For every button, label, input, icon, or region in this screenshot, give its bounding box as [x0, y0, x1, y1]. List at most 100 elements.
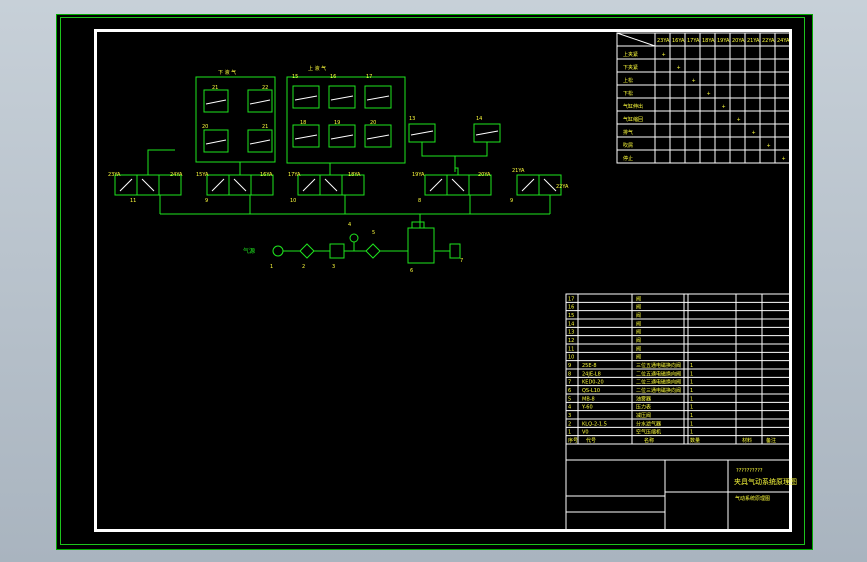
part-name: 阀	[636, 329, 641, 336]
drawing-frame-outer	[60, 17, 805, 545]
air-supply-line: 气源 1 2 3 4 5 6 7	[243, 214, 463, 274]
part-number: 15	[568, 313, 574, 319]
part-number: 10	[568, 355, 574, 361]
action-mark: +	[722, 104, 726, 110]
part-name: 阀	[636, 304, 641, 311]
part-number: 14	[568, 321, 574, 327]
svg-text:9: 9	[510, 198, 513, 204]
action-row-label: 上夹紧	[623, 51, 638, 58]
svg-text:15YA: 15YA	[196, 172, 209, 178]
part-qty: 1	[690, 363, 693, 369]
part-name: 阀	[636, 320, 641, 327]
action-row-label: 上松	[623, 77, 633, 84]
svg-text:14: 14	[476, 116, 482, 122]
part-qty: 1	[690, 380, 693, 386]
part-number: 6	[568, 388, 571, 394]
svg-text:13: 13	[409, 116, 415, 122]
action-row-label: 排气	[623, 129, 633, 136]
svg-text:15: 15	[292, 74, 298, 80]
lower-clamp-title: 下 液 气	[218, 69, 236, 76]
svg-text:22: 22	[262, 85, 268, 91]
action-header: 17YA	[687, 38, 700, 44]
svg-text:5: 5	[372, 230, 375, 236]
svg-text:1: 1	[270, 264, 273, 270]
part-qty: 1	[690, 413, 693, 419]
part-name: 压力表	[636, 404, 651, 411]
part-number: 12	[568, 338, 574, 344]
title-block: ?????????? 夹具气动系统原理图 气动系统原理图	[565, 443, 797, 531]
part-number: 13	[568, 330, 574, 336]
part-code: KLQ-2-1.5	[582, 421, 607, 427]
svg-text:8: 8	[418, 198, 421, 204]
part-code: Y-60	[581, 405, 593, 411]
part-qty: 1	[690, 371, 693, 377]
part-number: 9	[568, 363, 571, 369]
part-name: 三位五通电磁换向阀	[636, 362, 681, 369]
action-header: 24YA	[777, 38, 790, 44]
part-number: 7	[568, 380, 571, 386]
svg-text:16: 16	[330, 74, 336, 80]
action-row-label: 下夹紧	[623, 64, 638, 71]
parts-footer-cell: 数量	[690, 437, 700, 444]
part-name: 阀	[636, 345, 641, 352]
part-name: 阀	[636, 295, 641, 302]
part-name: 阀	[636, 337, 641, 344]
part-qty: 1	[690, 396, 693, 402]
part-name: 减压阀	[636, 412, 651, 419]
cad-viewport[interactable]	[56, 14, 813, 550]
drawing-frame-inner	[94, 29, 792, 532]
action-row-label: 停止	[623, 155, 633, 162]
part-number: 11	[568, 346, 574, 352]
action-header: 20YA	[732, 38, 745, 44]
drawing-title: 气动系统原理图	[735, 495, 770, 502]
svg-text:21: 21	[212, 85, 218, 91]
svg-text:20: 20	[202, 124, 208, 130]
action-mark: +	[677, 65, 681, 71]
part-name: 阀	[636, 354, 641, 361]
svg-text:21YA: 21YA	[512, 168, 525, 174]
cylinder-pair-group: 13 14	[408, 116, 501, 172]
part-name: 二位三通电磁换向阀	[636, 379, 681, 386]
svg-text:2: 2	[302, 264, 305, 270]
part-number: 8	[568, 371, 571, 377]
part-code: KED0-20	[582, 380, 604, 386]
svg-text:17: 17	[366, 74, 372, 80]
action-row-label: 气缸伸出	[623, 103, 643, 110]
action-mark: +	[737, 117, 741, 123]
action-mark: +	[707, 91, 711, 97]
part-code: V0	[582, 430, 589, 436]
action-row-label: 气缸缩回	[623, 116, 643, 123]
part-qty: 1	[690, 388, 693, 394]
svg-text:6: 6	[410, 268, 413, 274]
svg-text:3: 3	[332, 264, 335, 270]
action-mark: +	[662, 52, 666, 58]
parts-footer-cell: 代号	[586, 437, 596, 444]
part-number: 5	[568, 396, 571, 402]
svg-text:17YA: 17YA	[288, 172, 301, 178]
part-number: 3	[568, 413, 571, 419]
svg-text:23YA: 23YA	[108, 172, 121, 178]
svg-text:16YA: 16YA	[260, 172, 273, 178]
part-name: 分水滤气器	[636, 420, 661, 427]
action-mark: +	[692, 78, 696, 84]
svg-text:4: 4	[348, 222, 351, 228]
upper-clamp-group: 上 液 气 15 16 17 18 19 20	[286, 65, 406, 164]
action-row-label: 吹屑	[623, 142, 633, 149]
gas-source-label: 气源	[243, 247, 255, 255]
action-header: 22YA	[762, 38, 775, 44]
svg-text:9: 9	[205, 198, 208, 204]
action-header: 19YA	[717, 38, 730, 44]
action-header: 16YA	[672, 38, 685, 44]
lower-clamp-group: 下 液 气 21 22 20 21	[195, 69, 276, 163]
part-qty: 1	[690, 430, 693, 436]
svg-text:19YA: 19YA	[412, 172, 425, 178]
upper-clamp-title: 上 液 气	[308, 65, 326, 72]
svg-text:18YA: 18YA	[348, 172, 361, 178]
part-number: 4	[568, 405, 571, 411]
action-header: 18YA	[702, 38, 715, 44]
svg-text:20YA: 20YA	[478, 172, 491, 178]
part-name: 二位三通电磁换向阀	[636, 387, 681, 394]
